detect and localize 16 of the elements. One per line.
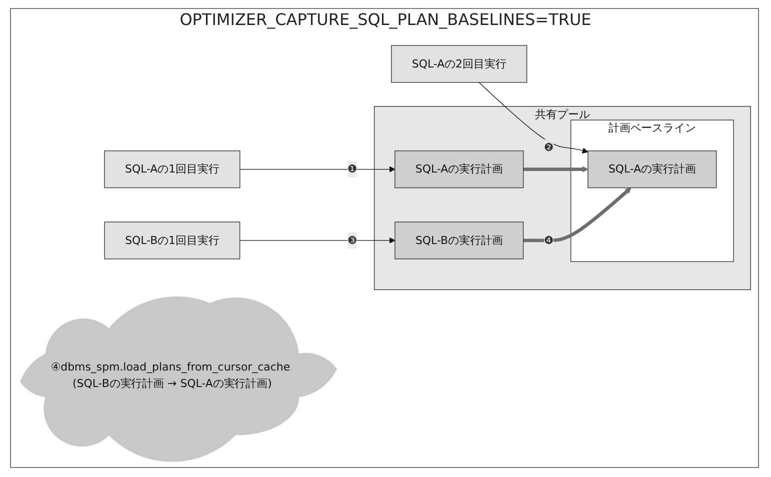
edge-label: ❹ bbox=[544, 234, 554, 247]
title: OPTIMIZER_CAPTURE_SQL_PLAN_BASELINES=TRUE bbox=[178, 10, 592, 29]
edge-label: ❸ bbox=[347, 234, 358, 247]
arrow bbox=[240, 166, 396, 172]
node-box: SQL-Bの実行計画 bbox=[394, 222, 524, 260]
edge-label: ❷ bbox=[544, 140, 554, 154]
node-box: SQL-Aの1回目実行 bbox=[104, 150, 240, 188]
node-box: SQL-Aの実行計画 bbox=[588, 150, 717, 188]
arrow bbox=[523, 188, 632, 242]
node-box: SQL-Aの2回目実行 bbox=[391, 45, 528, 83]
arrow bbox=[478, 82, 588, 154]
node-box: SQL-Aの実行計画 bbox=[394, 150, 524, 188]
arrow bbox=[239, 237, 396, 244]
edge-label: ❶ bbox=[347, 162, 358, 176]
arrow bbox=[523, 166, 588, 172]
node-box: SQL-Bの1回目実行 bbox=[104, 222, 240, 260]
